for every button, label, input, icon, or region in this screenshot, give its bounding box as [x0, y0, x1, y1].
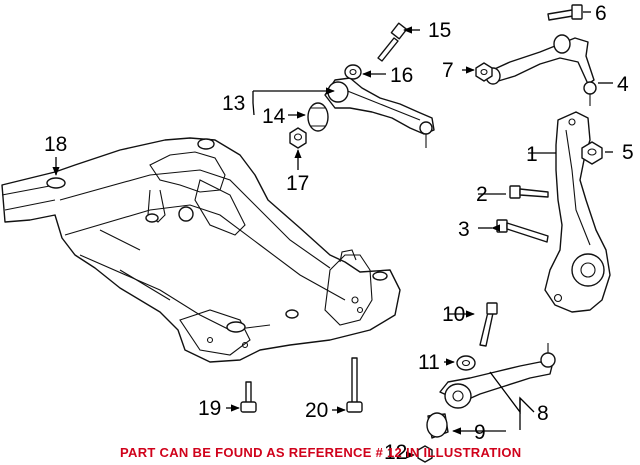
- bolt-15: [377, 22, 408, 62]
- nut-17: [289, 127, 307, 149]
- callout-5: 5: [622, 141, 634, 164]
- callout-18: 18: [44, 133, 68, 156]
- upper-control-arm-rear: [485, 34, 597, 106]
- callout-2: 2: [476, 183, 488, 206]
- callout-9: 9: [474, 421, 486, 444]
- callout-20: 20: [305, 399, 329, 422]
- callout-15: 15: [428, 19, 452, 42]
- callout-11: 11: [418, 351, 440, 374]
- callout-1: 1: [526, 143, 538, 166]
- upper-control-arm-front: [307, 77, 435, 148]
- callout-14: 14: [262, 105, 286, 128]
- bolt-19: [240, 381, 257, 413]
- bolt-2: [509, 185, 549, 199]
- steering-knuckle: [544, 111, 611, 313]
- callout-16: 16: [390, 64, 414, 87]
- callout-12: 12: [384, 441, 408, 464]
- washer-11: [456, 355, 476, 371]
- subframe: [1, 137, 401, 363]
- callout-10: 10: [442, 303, 466, 326]
- reference-notice: PART CAN BE FOUND AS REFERENCE # 12 IN I…: [120, 445, 522, 460]
- callout-19: 19: [198, 397, 222, 420]
- callout-8: 8: [537, 402, 549, 425]
- bolt-20: [346, 357, 363, 413]
- bolt-6: [547, 4, 583, 21]
- leader-lines: [52, 11, 613, 459]
- callout-6: 6: [595, 2, 607, 25]
- callout-7: 7: [442, 59, 454, 82]
- callout-3: 3: [458, 218, 470, 241]
- callout-17: 17: [286, 172, 310, 195]
- callout-4: 4: [617, 73, 629, 96]
- bolt-10: [479, 302, 498, 347]
- washer-16: [344, 64, 362, 80]
- bushing-9: [426, 412, 449, 439]
- nut-5: [581, 141, 603, 165]
- nut-12: [417, 445, 433, 463]
- bolt-3: [496, 219, 549, 243]
- lower-control-arm: [439, 343, 556, 409]
- callout-13: 13: [222, 92, 246, 115]
- nut-7: [475, 62, 493, 82]
